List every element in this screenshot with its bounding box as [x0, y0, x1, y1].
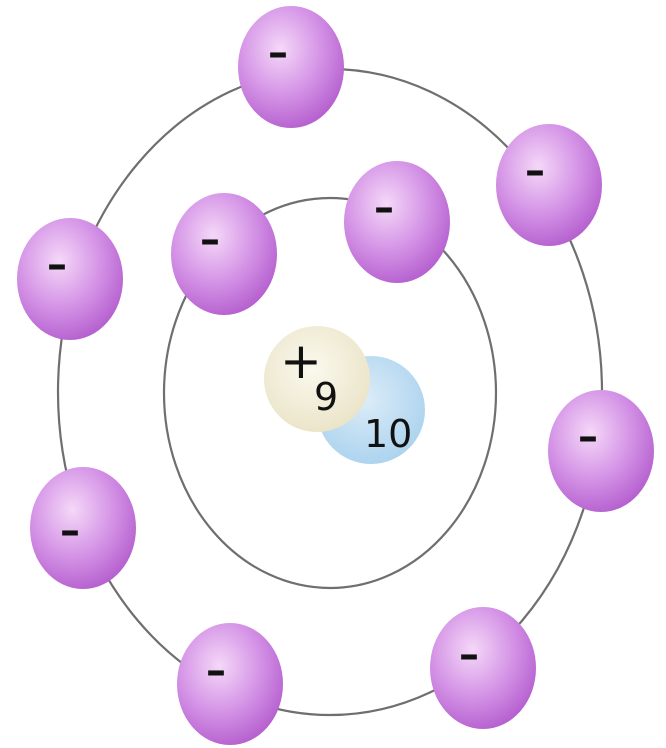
proton: [264, 326, 370, 432]
electron: –: [548, 390, 654, 512]
electron-sign: –: [268, 30, 288, 76]
neutron-count: 10: [364, 412, 412, 456]
electron: –: [344, 161, 450, 283]
inner-shell: [162, 196, 498, 590]
electron: –: [430, 607, 536, 729]
electron-sign: –: [578, 414, 598, 460]
proton-plus-sign: +: [280, 332, 322, 390]
electron-sign: –: [374, 185, 394, 231]
electron: –: [30, 467, 136, 589]
electron-sign: –: [525, 148, 545, 194]
electron: –: [171, 193, 277, 315]
nucleus: + 9 10: [264, 326, 425, 464]
electron-sign: –: [206, 648, 226, 694]
electron-sign: –: [47, 242, 67, 288]
electron: –: [496, 124, 602, 246]
electron-sign: –: [200, 217, 220, 263]
proton-count: 9: [314, 375, 338, 419]
electron: –: [17, 218, 123, 340]
electron-sign: –: [60, 508, 80, 554]
electron: –: [177, 623, 283, 745]
electron-sign: –: [459, 632, 479, 678]
electron: –: [238, 6, 344, 128]
